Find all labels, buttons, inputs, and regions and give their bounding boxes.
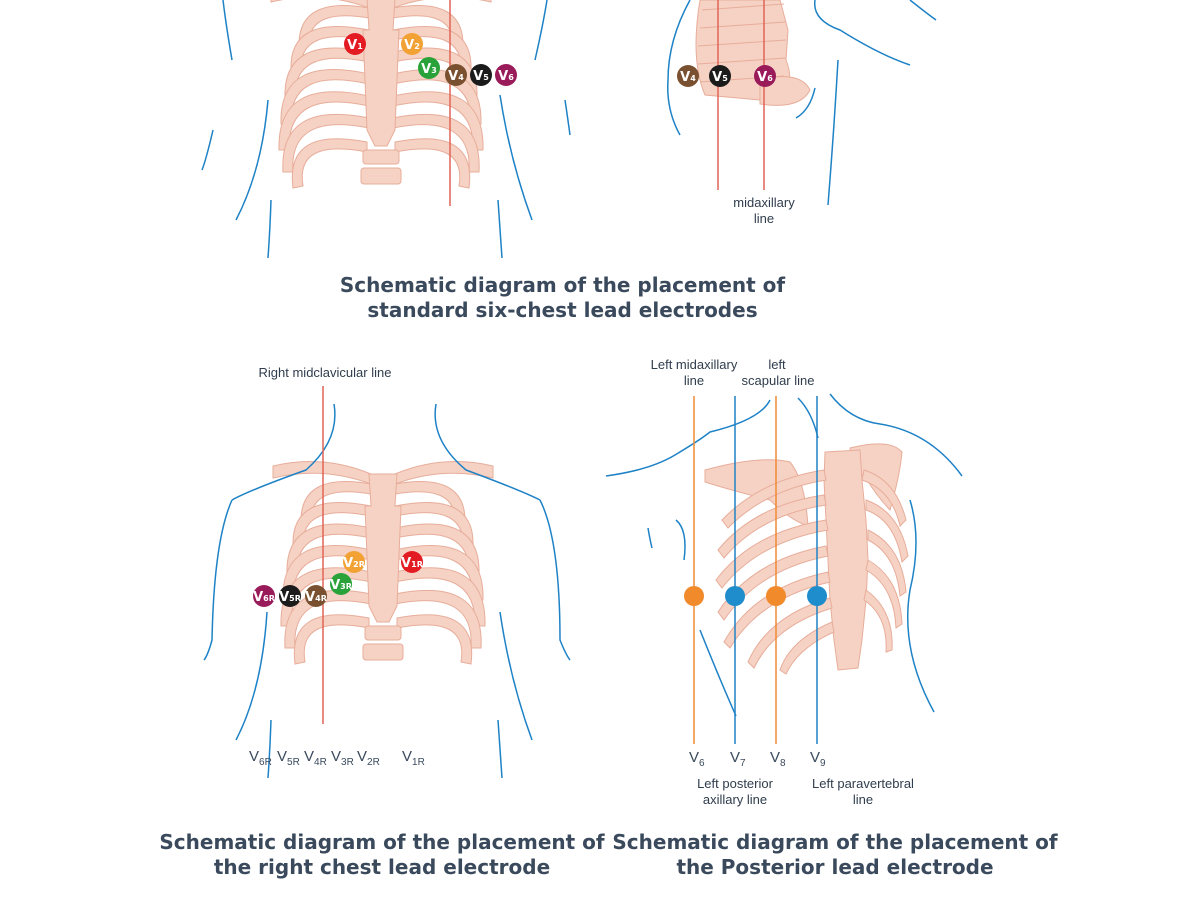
electrodes-3: V6R V5R V4R V3R V2R V1R <box>253 551 423 607</box>
electrodes-2: V4 V5 V6 <box>677 65 776 87</box>
left-posterior-axillary-label-line2: axillary line <box>703 792 767 807</box>
electrode-v4r: V4R <box>305 585 327 607</box>
electrode-v3: V3 <box>418 57 440 79</box>
electrode-v1r: V1R <box>401 551 423 573</box>
electrode-side-v4: V4 <box>677 65 699 87</box>
ribcage-front-1 <box>270 0 492 189</box>
electrode-v8 <box>766 586 786 606</box>
electrode-v6-posterior <box>684 586 704 606</box>
electrode-side-v5: V5 <box>709 65 731 87</box>
midaxillary-label-line1: midaxillary <box>733 195 795 210</box>
svg-text:V2: V2 <box>404 38 420 53</box>
torso-outline-3 <box>203 403 571 779</box>
caption-posterior: Schematic diagram of the placement of th… <box>588 830 1082 880</box>
label-v5r: V5R <box>277 748 300 768</box>
label-v6r: V6R <box>249 748 272 768</box>
label-v8: V8 <box>770 749 786 769</box>
electrode-v9 <box>807 586 827 606</box>
panel-standard-chest: V1 V2 V3 V4 V5 V6 <box>201 0 571 259</box>
svg-text:V3R: V3R <box>330 578 352 593</box>
torso-outline-1 <box>201 0 571 259</box>
svg-text:V4: V4 <box>680 70 696 85</box>
left-scapular-label-line1: left <box>768 357 786 372</box>
caption-right-chest-line1: Schematic diagram of the placement of <box>159 830 605 854</box>
posterior-electrodes <box>684 586 827 606</box>
electrode-v2: V2 <box>401 33 423 55</box>
label-v1r: V1R <box>402 748 425 768</box>
electrode-v1: V1 <box>344 33 366 55</box>
label-v2r: V2R <box>357 748 380 768</box>
right-midclavicular-label: Right midclavicular line <box>259 365 392 380</box>
svg-text:V5: V5 <box>712 70 728 85</box>
electrode-v3r: V3R <box>330 573 352 595</box>
svg-text:V2R: V2R <box>343 556 365 571</box>
label-v7: V7 <box>730 749 746 769</box>
left-paravertebral-label-line1: Left paravertebral <box>812 776 914 791</box>
ribcage-front-3 <box>272 461 494 665</box>
ribcage-side <box>695 0 811 106</box>
electrode-v6r: V6R <box>253 585 275 607</box>
electrode-v2r: V2R <box>343 551 365 573</box>
label-v3r: V3R <box>331 748 354 768</box>
left-posterior-axillary-label-line1: Left posterior <box>697 776 774 791</box>
caption-posterior-line2: the Posterior lead electrode <box>676 855 994 879</box>
panel-posterior: Left midaxillary line left scapular line… <box>605 357 963 807</box>
electrode-v4: V4 <box>445 64 467 86</box>
svg-text:V4R: V4R <box>305 590 327 605</box>
panel-side-view: V4 V5 V6 midaxillary line <box>667 0 937 226</box>
caption-right-chest-line2: the right chest lead electrode <box>213 855 551 879</box>
torso-outline-2 <box>667 0 937 206</box>
label-v6: V6 <box>689 749 705 769</box>
left-midaxillary-label-line2: line <box>684 373 704 388</box>
caption-standard-chest-line2: standard six-chest lead electrodes <box>367 298 758 322</box>
svg-text:V5R: V5R <box>279 590 301 605</box>
label-v9: V9 <box>810 749 826 769</box>
electrode-v6: V6 <box>495 64 517 86</box>
electrodes-1: V1 V2 V3 V4 V5 V6 <box>344 33 517 86</box>
svg-text:V1: V1 <box>347 38 363 53</box>
svg-text:V6: V6 <box>757 70 773 85</box>
caption-posterior-line1: Schematic diagram of the placement of <box>612 830 1058 854</box>
electrode-v5r: V5R <box>279 585 301 607</box>
svg-text:V6: V6 <box>498 69 514 84</box>
panel-right-chest: Right midclavicular line V6R V5R V4R V3R… <box>203 365 571 779</box>
caption-standard-chest-line1: Schematic diagram of the placement of <box>339 273 786 297</box>
label-v4r: V4R <box>304 748 327 768</box>
svg-text:V4: V4 <box>448 69 464 84</box>
svg-text:V6R: V6R <box>253 590 275 605</box>
posterior-bottom-labels: V6 V7 V8 V9 <box>689 749 826 769</box>
caption-right-chest: Schematic diagram of the placement of th… <box>135 830 629 880</box>
right-chest-bottom-labels: V6R V5R V4R V3R V2R V1R <box>249 748 425 768</box>
svg-text:V3: V3 <box>421 62 437 77</box>
left-paravertebral-label-line2: line <box>853 792 873 807</box>
left-midaxillary-label-line1: Left midaxillary <box>651 357 738 372</box>
caption-standard-chest: Schematic diagram of the placement of st… <box>300 273 825 323</box>
electrode-side-v6: V6 <box>754 65 776 87</box>
svg-text:V1R: V1R <box>401 556 423 571</box>
midaxillary-label-line2: line <box>754 211 774 226</box>
electrode-v7 <box>725 586 745 606</box>
svg-text:V5: V5 <box>473 69 489 84</box>
left-scapular-label-line2: scapular line <box>742 373 815 388</box>
electrode-v5: V5 <box>470 64 492 86</box>
